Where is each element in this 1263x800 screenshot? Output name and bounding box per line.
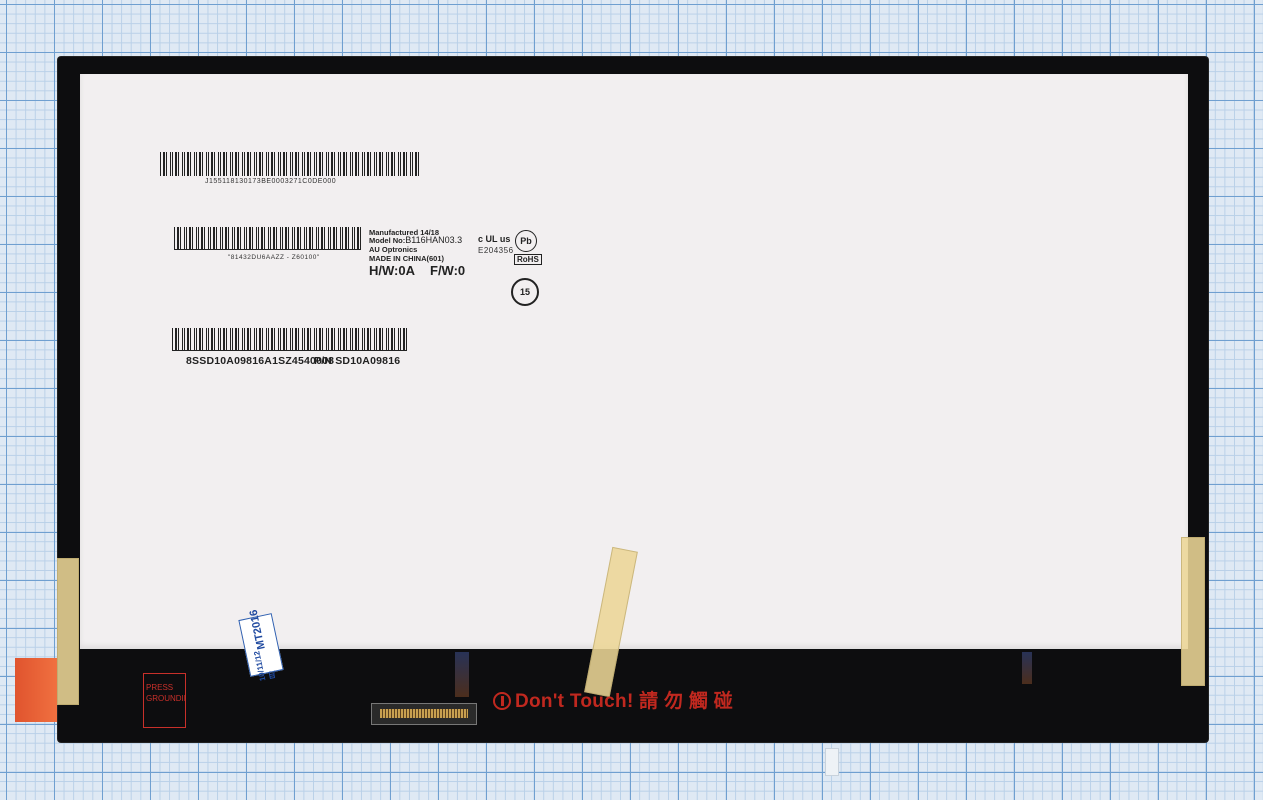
part-number: P/N SD10A09816 — [314, 355, 401, 367]
hardware-version: H/W:0A — [369, 263, 415, 278]
orange-tab — [15, 658, 57, 722]
panel-connector — [371, 703, 477, 725]
model-number: B116HAN03.3 — [405, 235, 463, 245]
pb-free-icon: Pb — [515, 230, 537, 252]
tape-right — [1181, 537, 1205, 686]
rohs-mark: RoHS — [514, 254, 542, 265]
reflection-glare-right — [1022, 652, 1032, 684]
serial-bottom-text: 8SSD10A09816A1SZ4540008 — [186, 355, 335, 367]
serial-barcode-top — [160, 152, 420, 176]
reflection-glare — [455, 652, 469, 697]
firmware-version: F/W:0 — [430, 263, 466, 278]
dont-touch-text: Don't Touch! 請 勿 觸 碰 — [515, 691, 734, 712]
ul-code: E204356 — [478, 246, 514, 255]
model-line: Model No:B116HAN03.3 — [369, 235, 463, 246]
no-touch-icon — [493, 692, 511, 710]
recycle-15-icon: 15 — [511, 278, 539, 306]
barcode-middle — [174, 227, 361, 250]
recycle-years-text: 15 — [519, 287, 530, 297]
manufactured-date: Manufactured 14/18 — [369, 228, 440, 237]
press-grounding-box: PRESS GROUNDING — [143, 673, 186, 728]
pb-text: Pb — [520, 236, 532, 246]
serial-top-text: J155118130173BE0003271C0DE000 — [205, 178, 337, 185]
manufacturer: AU Optronics — [369, 245, 418, 254]
grounding-text: GROUNDING — [146, 694, 185, 703]
ul-mark-icon: c UL us — [478, 234, 511, 244]
dont-touch-warning: Don't Touch! 請 勿 觸 碰 — [493, 686, 733, 713]
press-text: PRESS — [146, 683, 174, 692]
barcode-bottom — [172, 328, 407, 351]
sticker-code: MT2016 — [247, 608, 268, 651]
model-prefix: Model No: — [369, 236, 406, 245]
barcode-middle-caption: "81432DU6AAZZ - Z60100" — [228, 254, 320, 261]
connector-pins — [380, 709, 468, 718]
clip — [825, 748, 839, 776]
made-in: MADE IN CHINA(601) — [369, 254, 445, 263]
tape-left — [57, 558, 79, 705]
